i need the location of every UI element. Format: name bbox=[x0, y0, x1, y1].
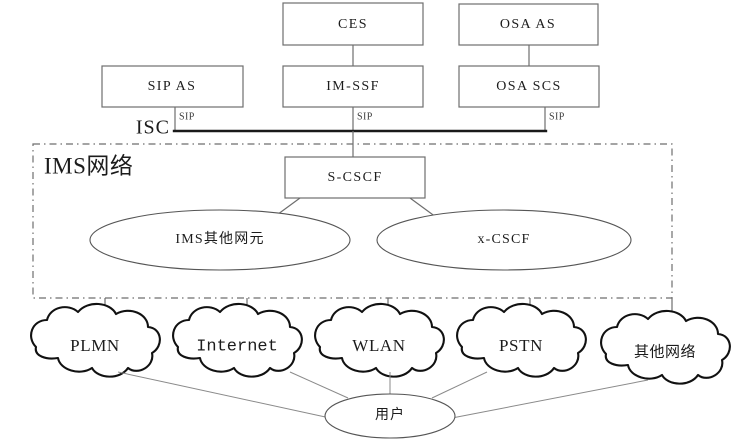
node-ims-other-elements-label: IMS其他网元 bbox=[175, 231, 264, 247]
node-osa-scs-shape bbox=[458, 65, 600, 108]
node-ims-other-elements-shape bbox=[89, 209, 351, 271]
node-user[interactable]: 用户 bbox=[324, 393, 456, 439]
node-sip-as-shape bbox=[101, 65, 244, 108]
node-plmn-shape bbox=[30, 302, 161, 378]
node-pstn-shape bbox=[456, 302, 587, 378]
connector-other-network-to-user bbox=[451, 379, 649, 419]
node-wlan-label: WLAN bbox=[352, 336, 405, 355]
node-im-ssf-label: IM-SSF bbox=[326, 79, 380, 94]
node-wlan-shape bbox=[314, 302, 445, 378]
connector-pstn-to-user bbox=[431, 371, 488, 399]
node-plmn-label: PLMN bbox=[70, 336, 120, 355]
node-s-cscf[interactable]: S-CSCF bbox=[284, 156, 426, 199]
node-other-network-shape bbox=[600, 309, 731, 385]
isc-interface-label: ISC bbox=[136, 117, 170, 139]
node-sip-as-label: SIP AS bbox=[148, 79, 197, 94]
connector-internet-to-user bbox=[289, 371, 349, 399]
node-x-cscf-label: x-CSCF bbox=[477, 232, 530, 247]
node-im-ssf[interactable]: IM-SSF bbox=[282, 65, 424, 108]
node-s-cscf-label: S-CSCF bbox=[327, 170, 382, 185]
node-s-cscf-shape bbox=[284, 156, 426, 199]
protocol-label-im-ssf: SIP bbox=[357, 111, 373, 122]
node-osa-as[interactable]: OSA AS bbox=[458, 3, 599, 46]
node-ims-other-elements[interactable]: IMS其他网元 bbox=[89, 209, 351, 271]
node-other-network-label: 其他网络 bbox=[634, 343, 696, 360]
node-user-label: 用户 bbox=[375, 406, 405, 423]
node-internet-label: Internet bbox=[196, 337, 278, 356]
node-pstn-label: PSTN bbox=[499, 336, 543, 355]
node-x-cscf[interactable]: x-CSCF bbox=[376, 209, 632, 271]
node-ces-shape bbox=[282, 2, 424, 46]
node-user-shape bbox=[324, 393, 456, 439]
node-internet[interactable]: Internet bbox=[172, 302, 303, 378]
node-other-network[interactable]: 其他网络 bbox=[600, 309, 731, 385]
node-internet-shape bbox=[172, 302, 303, 378]
node-osa-scs[interactable]: OSA SCS bbox=[458, 65, 600, 108]
node-im-ssf-shape bbox=[282, 65, 424, 108]
node-osa-scs-label: OSA SCS bbox=[496, 79, 561, 94]
node-wlan[interactable]: WLAN bbox=[314, 302, 445, 378]
protocol-label-osa-scs: SIP bbox=[549, 111, 565, 122]
node-ces[interactable]: CES bbox=[282, 2, 424, 46]
node-pstn[interactable]: PSTN bbox=[456, 302, 587, 378]
node-plmn[interactable]: PLMN bbox=[30, 302, 161, 378]
node-osa-as-label: OSA AS bbox=[500, 17, 556, 32]
node-x-cscf-shape bbox=[376, 209, 632, 271]
node-osa-as-shape bbox=[458, 3, 599, 46]
connector-plmn-to-user bbox=[117, 371, 331, 419]
node-sip-as[interactable]: SIP AS bbox=[101, 65, 244, 108]
protocol-label-sip-as: SIP bbox=[179, 111, 195, 122]
ims-network-region-label: IMS网络 bbox=[44, 153, 133, 178]
node-ces-label: CES bbox=[338, 17, 368, 32]
